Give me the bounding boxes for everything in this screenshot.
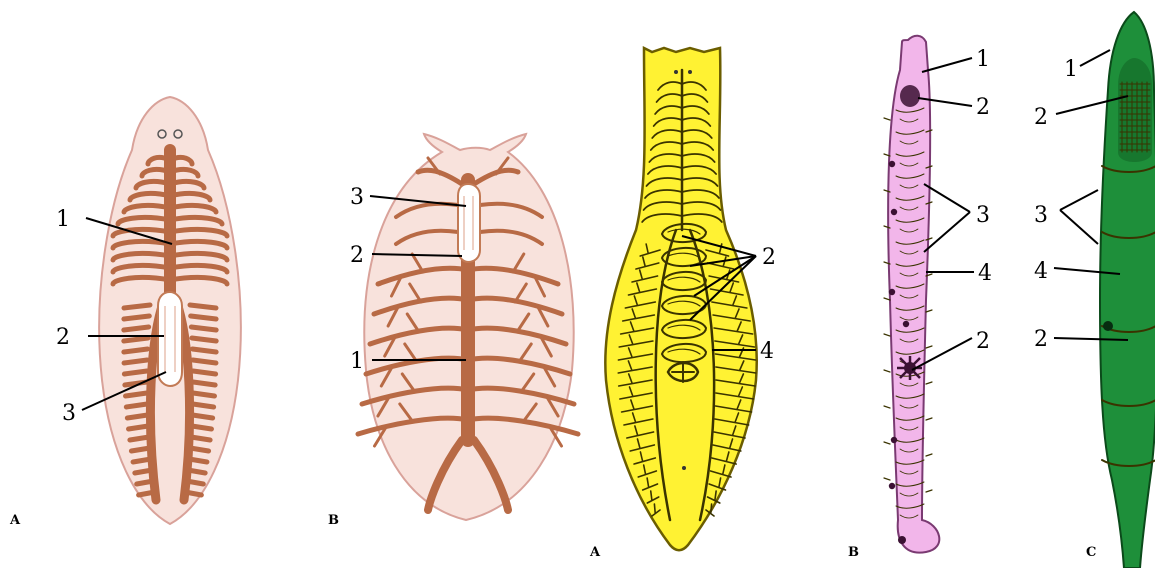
planarian-a-label-2: 2 xyxy=(56,325,70,350)
worm-green-label-3: 3 xyxy=(1034,203,1048,228)
worm-pink-label-2: 2 xyxy=(976,95,990,120)
fluke-mouth-2 xyxy=(688,70,692,74)
planarian-a-figure: 1 2 3 A xyxy=(9,97,241,528)
worm-pink-label-1: 1 xyxy=(976,47,990,72)
planarian-b-label-1: 1 xyxy=(350,349,364,374)
worm-pink-label-3: 3 xyxy=(976,203,990,228)
fluke-label-4: 4 xyxy=(760,339,774,364)
planarian-a-pharynx xyxy=(158,292,182,386)
planarian-b-label-3: 3 xyxy=(350,185,364,210)
planarian-b-figure: 3 2 1 B xyxy=(328,134,578,528)
worm-green-label-2b: 2 xyxy=(1034,327,1048,352)
worm-green-figure: 1 2 3 4 2 C xyxy=(1034,12,1155,568)
worm-pink-panel-letter: B xyxy=(848,545,859,560)
worm-pink-body xyxy=(888,36,939,553)
planarian-a-panel-letter: A xyxy=(9,513,21,528)
worm-green-label-1: 1 xyxy=(1064,57,1078,82)
planarian-b-label-2: 2 xyxy=(350,243,364,268)
worm-green-label-4: 4 xyxy=(1034,259,1048,284)
fluke-figure: 2 4 A xyxy=(589,48,776,560)
fluke-panel-letter: A xyxy=(589,545,601,560)
fluke-mouth xyxy=(674,70,678,74)
worm-green-label-2: 2 xyxy=(1034,105,1048,130)
planarian-b-pharynx xyxy=(458,184,480,262)
worm-green-panel-letter: C xyxy=(1086,545,1096,560)
worm-pink-label-4: 4 xyxy=(978,261,992,286)
planarian-a-label-1: 1 xyxy=(56,207,70,232)
planarian-b-panel-letter: B xyxy=(328,513,339,528)
worm-pink-label-2b: 2 xyxy=(976,329,990,354)
worm-pink-figure: 1 2 3 4 2 B xyxy=(848,36,992,560)
fluke-label-2: 2 xyxy=(762,245,776,270)
fluke-pore xyxy=(682,466,686,470)
planarian-a-label-3: 3 xyxy=(62,401,76,426)
